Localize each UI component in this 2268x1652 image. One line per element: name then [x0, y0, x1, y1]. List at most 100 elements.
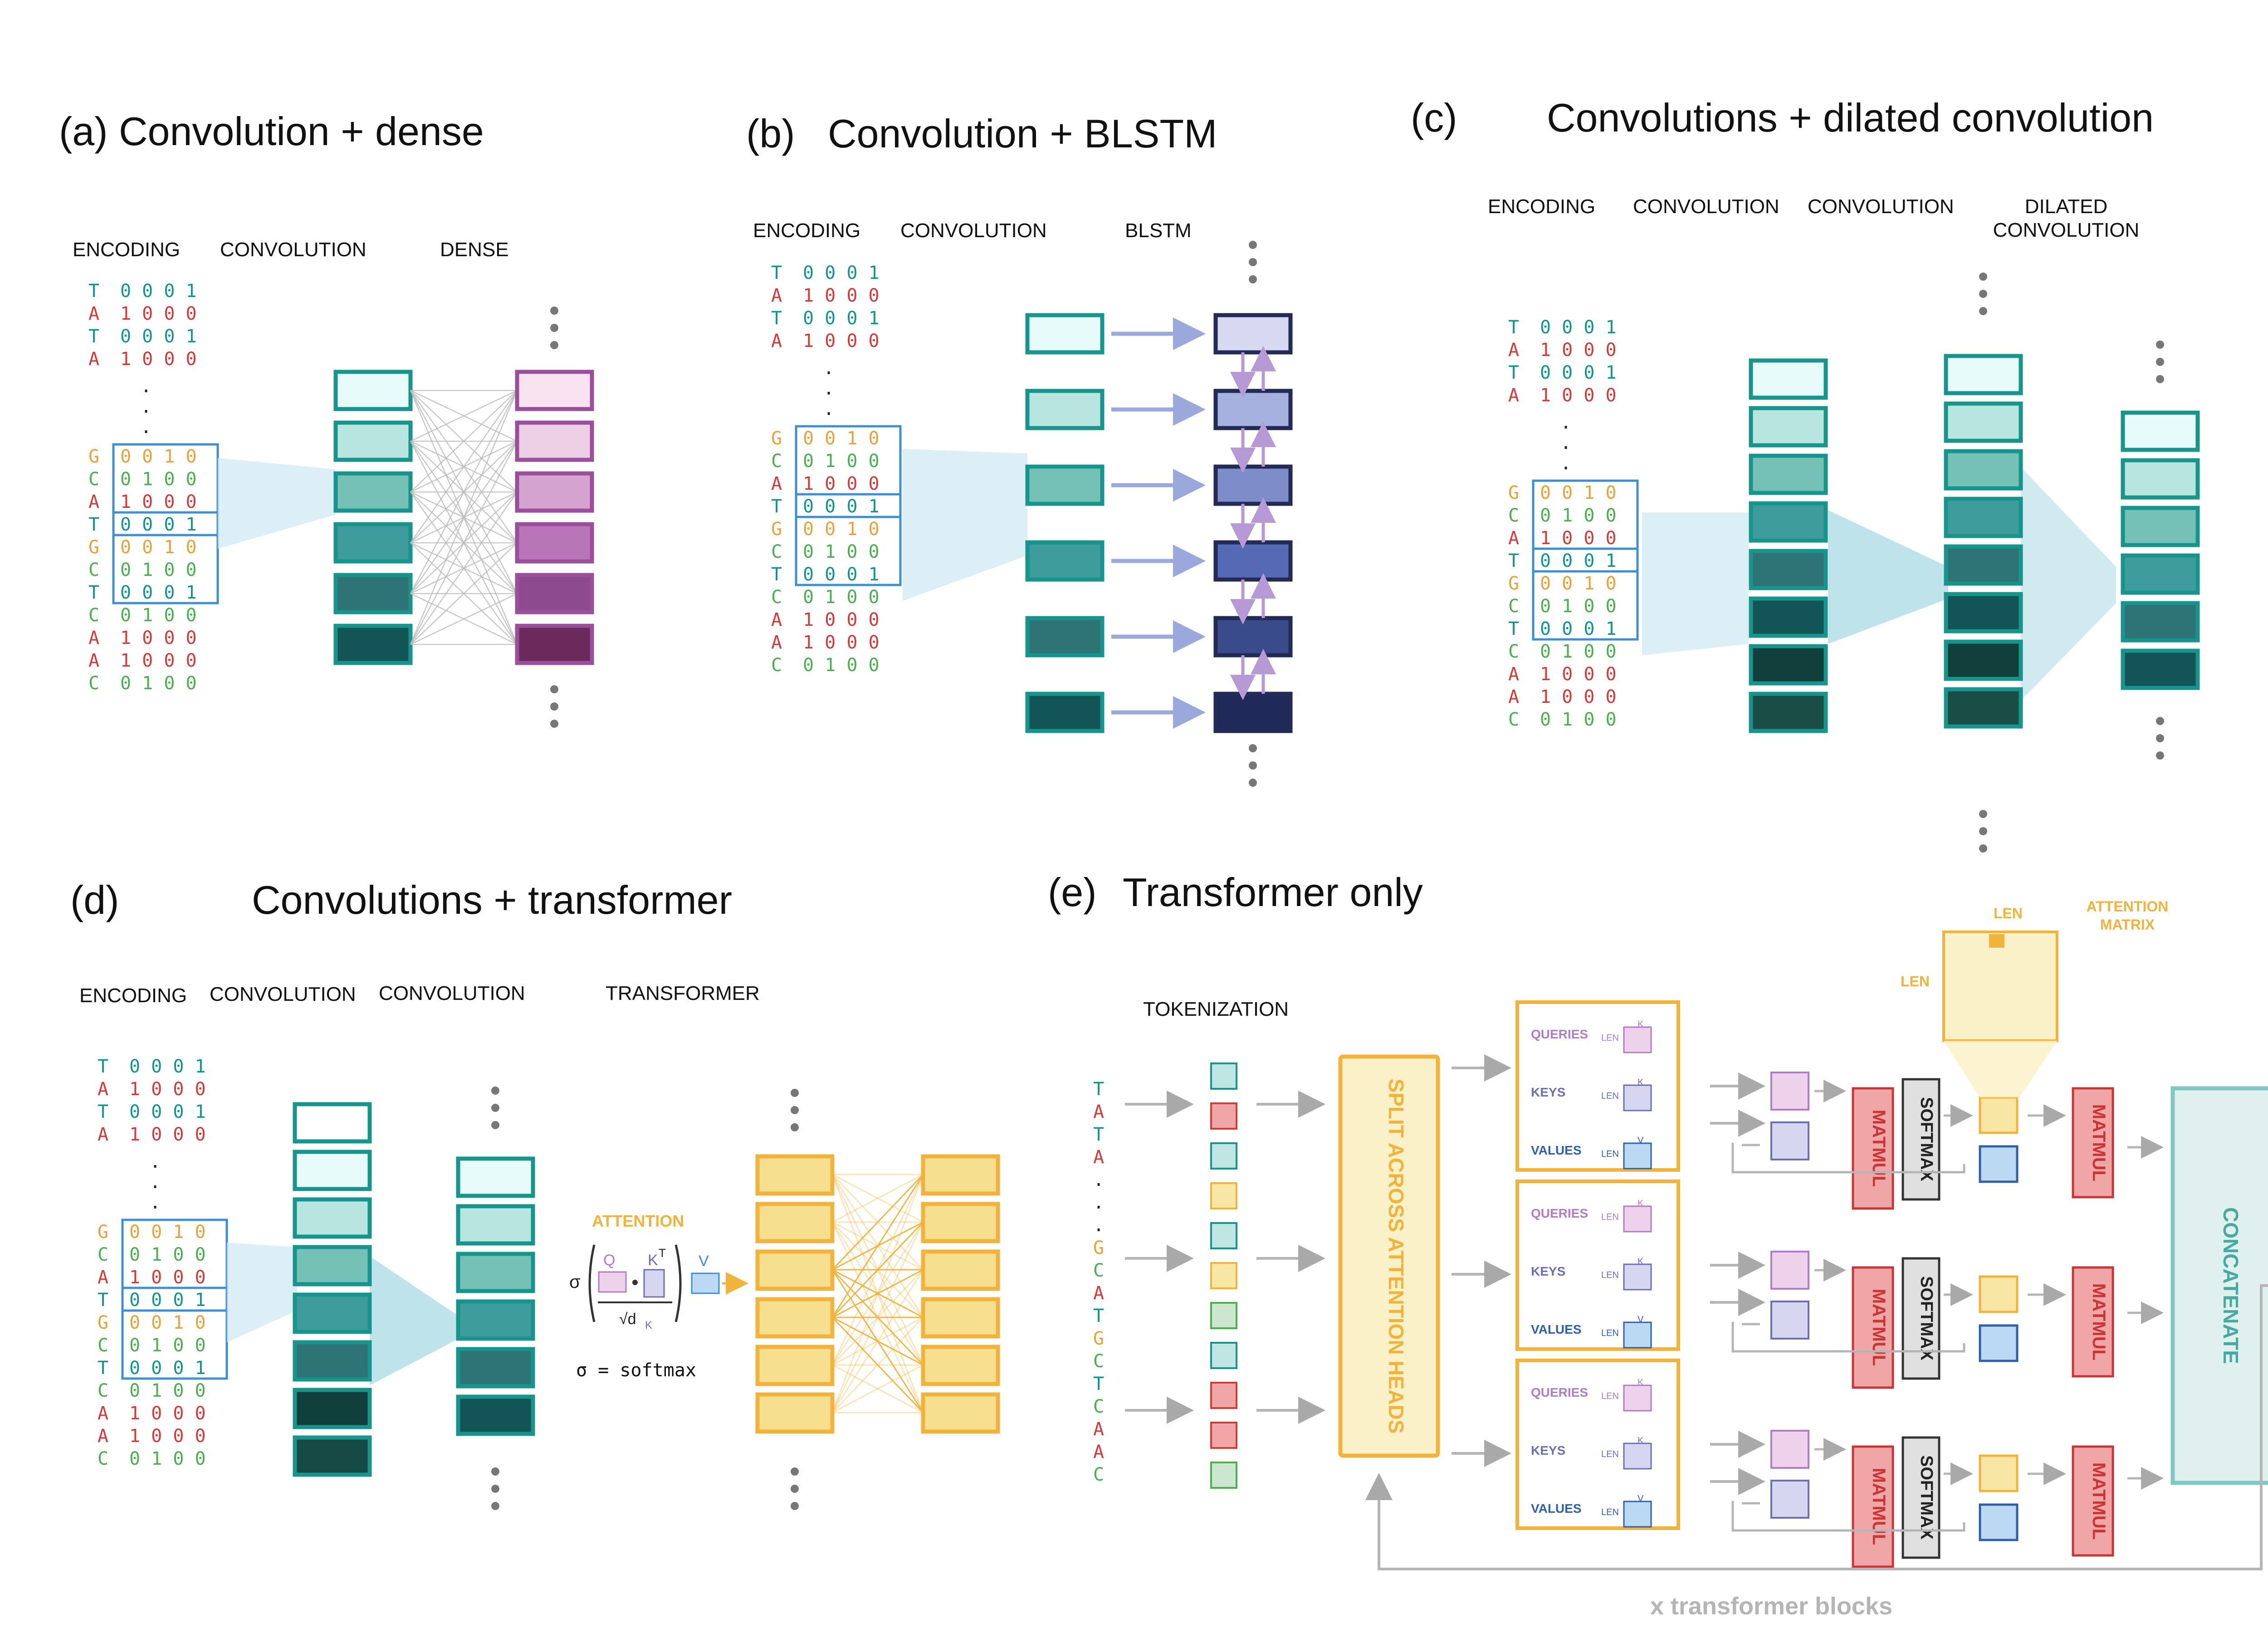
encoding-code: 0 1 0 0 [120, 673, 197, 694]
dense-connection [410, 492, 518, 645]
convolution-stack [227, 1087, 535, 1510]
token-base: . [1093, 1215, 1104, 1236]
convolution-filter-box [1025, 692, 1105, 733]
encoding-base: T [771, 496, 782, 517]
matmul-label: MATMUL [2089, 1104, 2109, 1181]
token-embedding-box [1210, 1222, 1237, 1249]
ellipsis-dot [1979, 273, 1987, 281]
panel-b-title: Convolution + BLSTM [828, 111, 1217, 156]
values-label: VALUES [1531, 1143, 1582, 1157]
encoding-base: G [771, 428, 782, 449]
transformer-token-box [755, 1392, 835, 1434]
matmul-box [1852, 1266, 1894, 1389]
encoding-code: 0 0 0 1 [803, 496, 880, 517]
attention-connection [831, 1174, 924, 1413]
token-base: A [1093, 1147, 1104, 1168]
attention-weights-box [1979, 1454, 2019, 1492]
formula-q: Q [603, 1252, 615, 1269]
convolution-filter-box [293, 1102, 372, 1144]
sigma-symbol: σ [569, 1272, 581, 1292]
ellipsis-dot-text: . [150, 1172, 161, 1193]
encoding-code: 0 1 0 0 [1540, 596, 1617, 617]
matmul-label: MATMUL [2089, 1283, 2109, 1360]
ellipsis-dot [1979, 290, 1987, 298]
encoding-code: 1 0 0 0 [803, 285, 880, 306]
panel-c-label-dilated: DILATED [2025, 195, 2108, 218]
receptive-field-cone [218, 458, 336, 549]
attention-connection [832, 1364, 924, 1413]
transformer-token-box [755, 1249, 835, 1291]
ellipsis-dot [1249, 744, 1257, 752]
dilated-convolution-box [2121, 458, 2200, 500]
encoding-base: A [771, 285, 782, 306]
convolution-filter-box [333, 624, 413, 665]
values-label: VALUES [1531, 1322, 1582, 1336]
encoding-code: 1 0 0 0 [803, 609, 880, 630]
ellipsis-dot [1249, 761, 1257, 770]
dense-connection [410, 542, 518, 645]
dense-stack [410, 307, 594, 728]
encoding-code: 0 0 0 1 [129, 1290, 206, 1311]
attention-connection [831, 1222, 924, 1365]
key-matrix-box [1770, 1121, 1809, 1160]
transformer-stack [755, 1089, 1000, 1510]
encoding-code: 1 0 0 0 [120, 492, 197, 512]
convolution-filter-box [1749, 692, 1828, 733]
panel-d: (d) Convolutions + transformer ENCODING … [70, 877, 1000, 1510]
encoding-base: T [1508, 619, 1519, 639]
encoding-base: A [98, 1267, 108, 1288]
convolution-filter-box [1944, 497, 2023, 538]
encoding-code: 0 1 0 0 [1540, 505, 1617, 526]
dense-connection [410, 390, 518, 492]
panel-c-title: Convolutions + dilated convolution [1547, 95, 2154, 140]
formula-denominator: √d [619, 1311, 636, 1328]
attention-connection [831, 1316, 924, 1413]
encoding-code: 0 0 1 0 [803, 519, 880, 540]
encoding-base: A [88, 492, 99, 512]
encoding-code: 0 0 1 0 [129, 1312, 206, 1333]
ellipsis-dot [2156, 717, 2164, 725]
tokenization-label: TOKENIZATION [1143, 998, 1289, 1020]
receptive-field-cone [370, 1256, 460, 1385]
concatenate-label: CONCATENATE [2219, 1207, 2243, 1364]
dense-connection [410, 593, 518, 645]
ellipsis-dot [791, 1502, 799, 1510]
matmul-box [2072, 1266, 2114, 1378]
receptive-field-cone [1828, 510, 1948, 644]
encoding-code: 1 0 0 0 [129, 1124, 206, 1145]
encoding-base: T [88, 281, 99, 302]
encoding-base: G [88, 446, 99, 467]
encoding-code: 0 0 1 0 [1540, 482, 1617, 503]
attention-connection [832, 1174, 924, 1223]
panel-c-label-encoding: ENCODING [1488, 195, 1595, 218]
query-grid-icon [598, 1271, 627, 1293]
value-bypass-line [1731, 1322, 1965, 1353]
encoding-base: A [88, 303, 99, 324]
panel-e: (e) Transformer only TOKENIZATION TATA..… [1048, 870, 2268, 1620]
key-matrix-box [1770, 1480, 1809, 1519]
encoding-code: 1 0 0 0 [1540, 340, 1617, 361]
transformer-blocks-label: x transformer blocks [1650, 1593, 1892, 1620]
dot-operator [632, 1280, 638, 1285]
encoding-code: 0 0 1 0 [1540, 573, 1617, 594]
encoding-code: 0 0 0 1 [803, 308, 880, 329]
convolution-stack [903, 313, 1105, 733]
convolution-filter-box [293, 1150, 372, 1191]
token-embedding-box [1210, 1062, 1237, 1090]
convolution-filter-box [1749, 644, 1828, 686]
ellipsis-dot [791, 1485, 799, 1493]
encoding-base: A [1508, 528, 1519, 549]
token-base: T [1093, 1306, 1104, 1326]
dense-unit-box [515, 522, 594, 564]
convolution-filter-box [1749, 358, 1828, 400]
attention-connection [832, 1364, 924, 1413]
encoding-code: 0 0 0 1 [120, 582, 197, 603]
panel-d-label-convolution-2: CONVOLUTION [379, 982, 525, 1004]
convolution-filter-box [1944, 687, 2023, 729]
attention-weights-box [1979, 1275, 2019, 1313]
attention-connection [831, 1174, 924, 1271]
blstm-unit-box [1213, 616, 1293, 658]
encoding-code: 0 1 0 0 [803, 655, 880, 676]
convolution-stack [1642, 273, 2200, 853]
